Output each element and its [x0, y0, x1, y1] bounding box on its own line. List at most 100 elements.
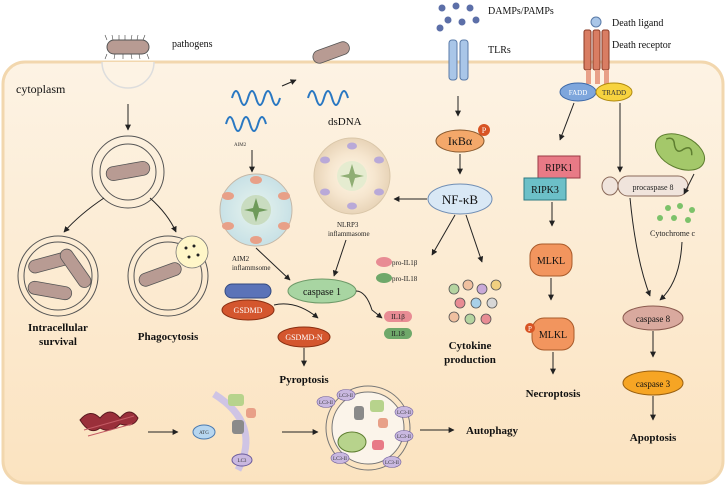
gsdmd-label: GSDMD: [234, 306, 263, 315]
lc3-ii-label: LC3-II: [397, 435, 411, 440]
ikba-label: IκBα: [448, 134, 473, 148]
dsdna-coils: [225, 90, 349, 132]
autophagosome: [325, 385, 411, 471]
nfkb-node: [427, 183, 493, 215]
pro-il18-label: pro-IL18: [392, 275, 418, 283]
arrow-to-survival: [63, 197, 105, 233]
cytochrome-c-label: Cytochrome c: [650, 229, 696, 238]
il1b-blob: [384, 311, 412, 322]
lc3-ii-label: LC3-II: [333, 457, 347, 462]
death-ligand-label: Death ligand: [612, 18, 663, 29]
caspase8-node: [622, 305, 684, 331]
lc3-node: [231, 453, 253, 467]
pathogen-entry: [101, 34, 155, 89]
lc3-ii-label: LC3-II: [397, 411, 411, 416]
pathogens-label: pathogens: [172, 39, 213, 50]
atg-label: ATG: [199, 431, 209, 436]
ripk1-label: RIPK1: [545, 163, 573, 174]
dsdna-label: dsDNA: [328, 116, 362, 128]
caspase3-label: caspase 3: [636, 379, 671, 389]
procaspase8-label: procaspase 8: [632, 183, 673, 192]
nlrp3-inflammasome: [313, 137, 391, 215]
gsdmd-n-label: GSDMD-N: [285, 333, 323, 342]
aim2-inflammasome: [219, 173, 293, 247]
pro-il1b-label: pro-IL1β: [392, 259, 418, 267]
il1b-label: IL1β: [391, 313, 405, 321]
phagocytosis-label: Phagocytosis: [138, 331, 199, 343]
lc3-ii-label: LC3-II: [385, 461, 399, 466]
arrow-casp1-to-il: [355, 290, 383, 319]
fadd-label: FADD: [569, 89, 588, 97]
il18-label: IL18: [391, 330, 405, 338]
necroptosis-label: Necroptosis: [526, 388, 582, 400]
arrow-nlrp3-to-casp1: [332, 239, 347, 277]
gsdmd-c-domain: [224, 283, 272, 299]
mlkl-node: [529, 243, 573, 277]
mitochondrion-icon: [654, 133, 706, 171]
aim2-inflammasome-label-2: inflammsome: [232, 264, 271, 272]
lc3-ii-label: LC3-II: [339, 394, 353, 399]
arrow-nfkb-to-proil: [431, 214, 456, 256]
mlkl-p-node: [531, 317, 575, 351]
lc3-ii-label: LC3-II: [319, 401, 333, 406]
pyroptosis-label: Pyroptosis: [279, 374, 329, 386]
nlrp3-label-2: inflammasome: [328, 230, 370, 238]
caspase8-label: caspase 8: [636, 314, 671, 324]
cytoplasm-label: cytoplasm: [16, 82, 66, 96]
procaspase8-head: [601, 176, 619, 196]
caspase1-label: caspase 1: [303, 287, 341, 298]
arrow-aim2-to-casp1: [255, 247, 291, 281]
death-ligand-icon: [590, 16, 602, 28]
death-receptor-label: Death receptor: [612, 40, 672, 51]
arrow-nfkb-to-cytokines: [465, 214, 484, 263]
damps-label: DAMPs/PAMPs: [488, 6, 554, 17]
death-receptor: [583, 29, 610, 84]
arrow-fadd-to-ripk: [559, 102, 575, 141]
nlrp3-label-1: NLRP3: [337, 221, 359, 229]
arrow-mito-to-cytc: [683, 173, 695, 195]
tlrs-label: TLRs: [488, 45, 511, 56]
arrow-cytc-to-casp8: [659, 241, 683, 301]
intracellular-label-1: Intracellular: [28, 322, 88, 334]
tlr-receptor: [448, 39, 469, 81]
intracellular-survival-vacuole: [17, 235, 99, 317]
cytochrome-c-dots: [657, 203, 695, 223]
ripk3-label: RIPK3: [531, 185, 559, 196]
atg-node: [192, 424, 216, 440]
cytokine-label-2: production: [444, 354, 496, 366]
caspase3-node: [622, 370, 684, 396]
arrow-to-phagocytosis: [149, 197, 177, 233]
tradd-node: [595, 82, 633, 102]
phagolysosome: [127, 235, 209, 317]
lc3-ii-labels: LC3-II LC3-II LC3-II LC3-II LC3-II LC3-I…: [319, 394, 411, 466]
arrow-dsdna: [281, 79, 297, 87]
intracellular-label-2: survival: [39, 336, 77, 348]
lc3-ii-markers: [316, 389, 414, 468]
nfkb-label: NF-κB: [442, 192, 478, 207]
damaged-organelle-icon: [79, 411, 139, 437]
pro-il18-blob: [376, 273, 392, 283]
mlkl-phospho-label: P: [528, 325, 532, 333]
autophagy-label: Autophagy: [466, 425, 518, 437]
cytokine-label-1: Cytokine: [449, 340, 492, 352]
aim2-inflammasome-label-1: AIM2: [232, 255, 250, 263]
tradd-label: TRADD: [602, 89, 626, 97]
pro-il1b-blob: [376, 257, 392, 267]
il18-blob: [384, 328, 412, 339]
phagosome: [91, 135, 165, 209]
damps-dots: [436, 2, 480, 32]
cytokine-vesicles: [448, 279, 502, 325]
aim2-sensor-label: AIM2: [234, 143, 247, 148]
dsdna-bacterium: [312, 41, 350, 64]
arrow-procasp8-to-casp8: [629, 197, 651, 297]
gsdmd-node: [221, 299, 275, 321]
lc3-label: LC3: [238, 459, 247, 464]
arrow-gsdmd-cleave: [273, 303, 319, 319]
mlkl-label: MLKL: [537, 256, 565, 267]
ikba-node: [435, 129, 485, 153]
ikba-phospho-label: P: [482, 126, 487, 135]
gsdmd-n-node: [277, 326, 331, 348]
apoptosis-label: Apoptosis: [630, 432, 677, 444]
mlkl-phospho: [525, 323, 535, 333]
